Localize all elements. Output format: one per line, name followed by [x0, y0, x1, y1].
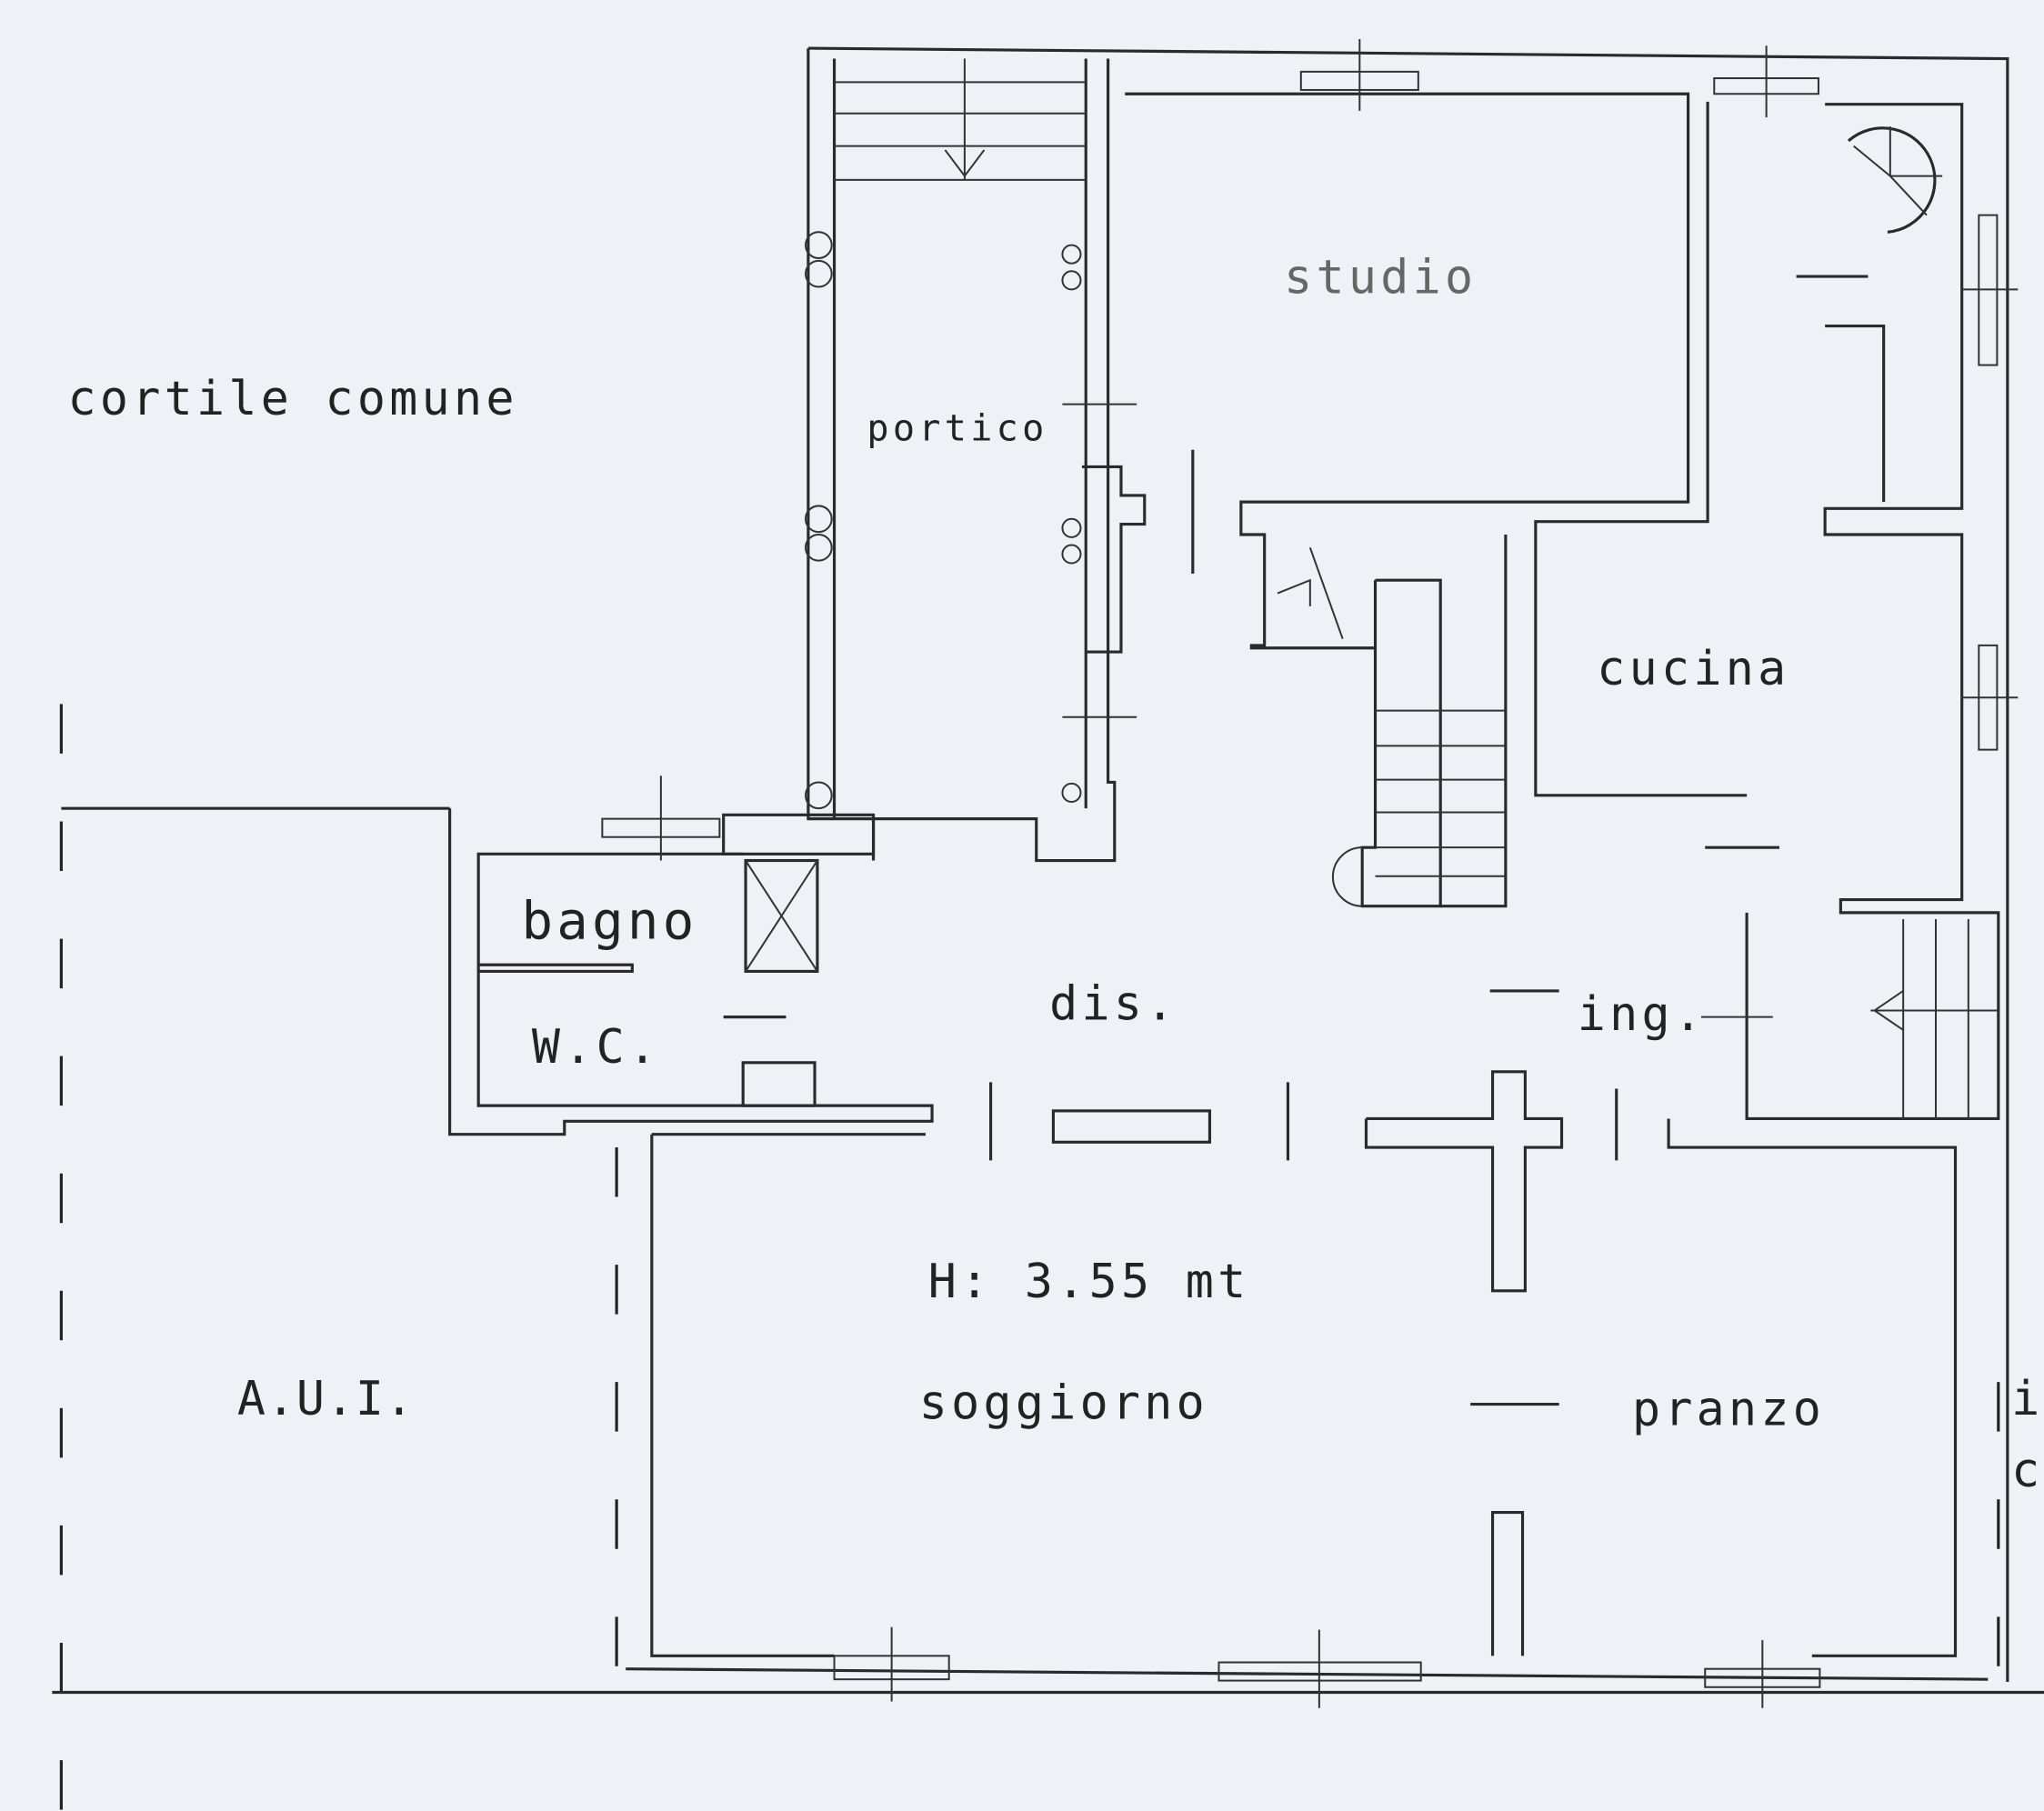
label-studio: studio	[1284, 251, 1477, 305]
label-cut-right-2: c	[2011, 1444, 2043, 1498]
windows	[601, 39, 2019, 1708]
stair-entrance	[1870, 919, 1999, 1119]
label-cucina: cucina	[1597, 642, 1789, 696]
label-bagno: bagno	[521, 891, 697, 952]
label-aui: A.U.I.	[237, 1372, 415, 1426]
shaft	[744, 858, 819, 974]
spiral-stair	[1825, 126, 1943, 503]
label-wc: W.C.	[532, 1020, 660, 1075]
label-cortile-comune: cortile comune	[68, 372, 518, 426]
door-marks	[723, 275, 1869, 1406]
stair-portico	[834, 58, 1087, 181]
label-height: H: 3.55 mt	[928, 1255, 1250, 1309]
stair-main	[1277, 534, 1508, 908]
label-soggiorno: soggiorno	[919, 1376, 1208, 1430]
label-portico: portico	[867, 408, 1047, 450]
label-ing: ing.	[1578, 987, 1706, 1042]
label-pranzo: pranzo	[1632, 1382, 1825, 1436]
label-cut-right-1: in	[2011, 1372, 2044, 1426]
label-dis: dis.	[1049, 976, 1177, 1031]
columns	[805, 231, 1082, 810]
walls	[448, 46, 2009, 1683]
